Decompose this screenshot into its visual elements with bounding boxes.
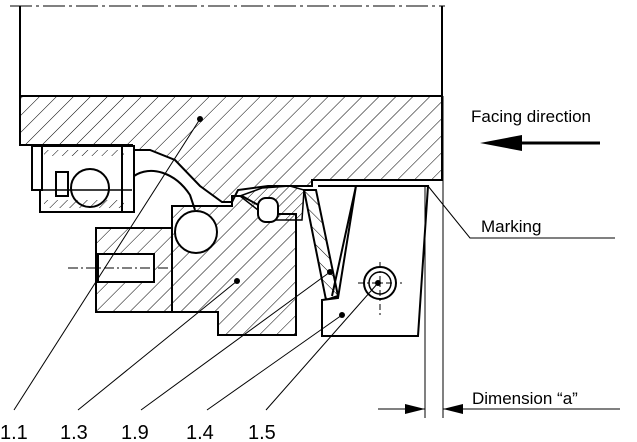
leader-dots <box>197 116 381 318</box>
part-label-1-4: 1.4 <box>186 422 214 442</box>
housing-upper <box>19 6 443 97</box>
dimension-label: Dimension “a” <box>472 389 578 408</box>
marking-leader <box>427 185 615 239</box>
clamp-block <box>321 185 430 337</box>
part-label-1-1: 1.1 <box>0 422 28 442</box>
part-label-1-9: 1.9 <box>121 422 149 442</box>
part-label-1-3: 1.3 <box>60 422 88 442</box>
facing-direction-arrow-icon <box>480 135 522 151</box>
dim-arrow-right-icon <box>443 404 463 414</box>
ball-center <box>174 210 218 254</box>
wedge-1-9 <box>302 189 340 302</box>
part-label-1-5: 1.5 <box>248 422 276 442</box>
roller <box>257 197 279 223</box>
marking-label: Marking <box>481 217 541 236</box>
retainer-arc <box>133 169 196 211</box>
bearing-cage <box>31 145 135 213</box>
leader-lines <box>13 118 379 411</box>
facing-direction-label: Facing direction <box>471 107 591 126</box>
dim-arrow-left-icon <box>405 404 425 414</box>
